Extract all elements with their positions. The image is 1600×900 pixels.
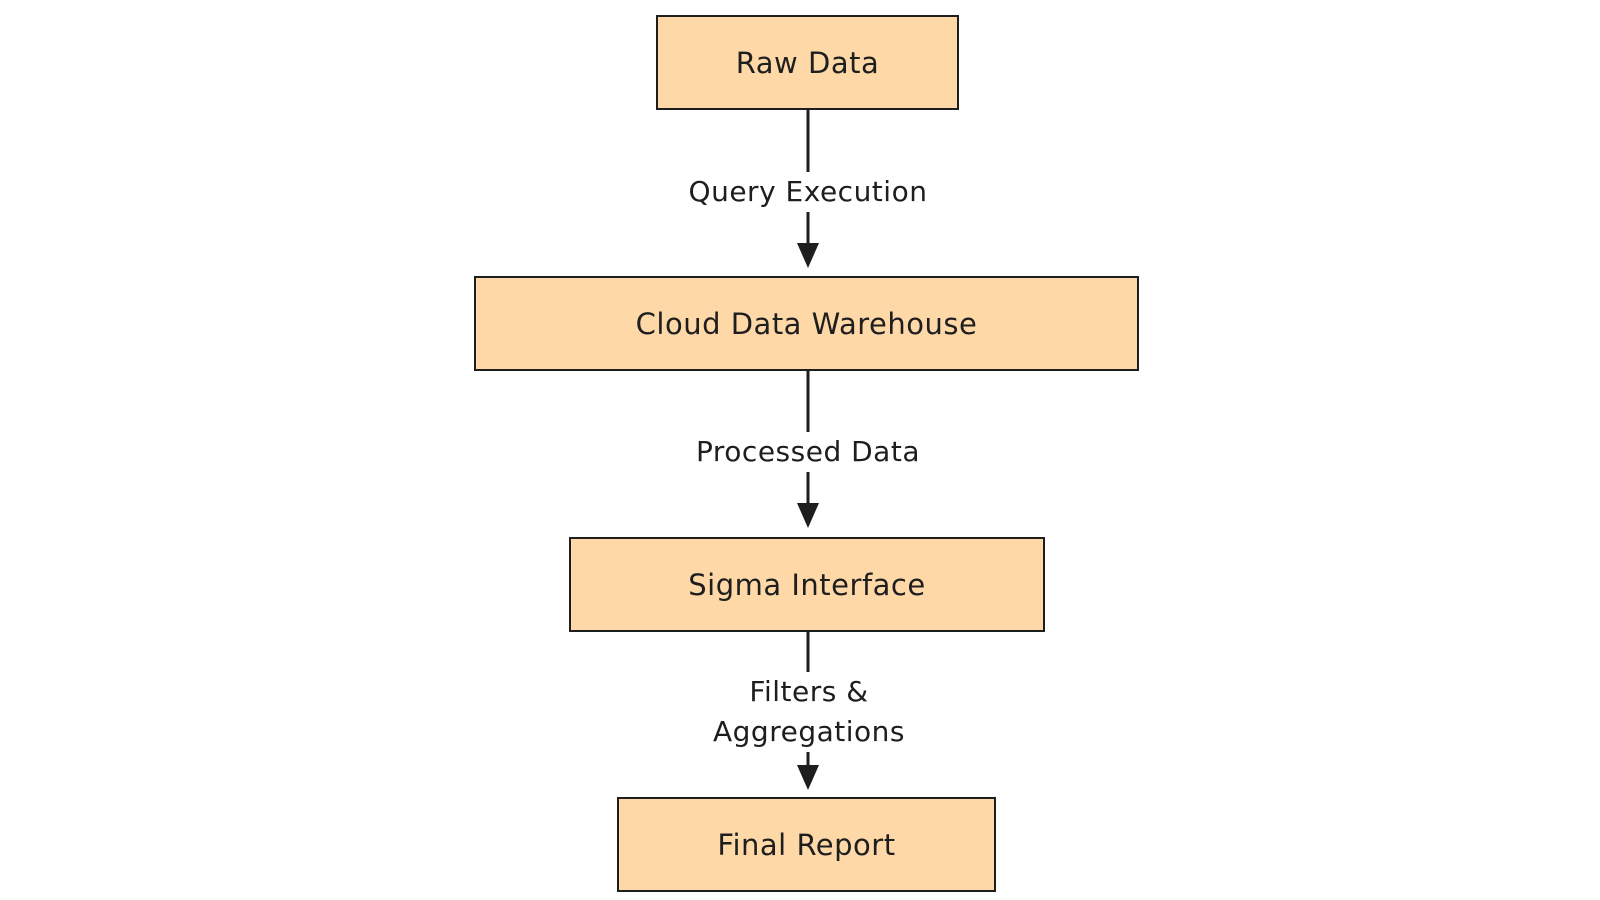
arrow-head-filters-aggregations	[797, 765, 819, 790]
node-raw-data: Raw Data	[656, 15, 959, 110]
arrow-head-query-execution	[797, 243, 819, 268]
edge-label-line: Filters &	[749, 675, 869, 708]
node-sigma-interface: Sigma Interface	[569, 537, 1045, 632]
node-label: Raw Data	[735, 45, 880, 80]
node-label: Cloud Data Warehouse	[635, 306, 978, 341]
edge-label-filters-aggregations: Filters & Aggregations	[700, 672, 918, 752]
arrow-head-processed-data	[797, 503, 819, 528]
edge-label-line: Aggregations	[713, 715, 905, 748]
node-cloud-data-warehouse: Cloud Data Warehouse	[474, 276, 1139, 371]
node-final-report: Final Report	[617, 797, 996, 892]
edge-label-query-execution: Query Execution	[668, 172, 948, 212]
node-label: Final Report	[717, 827, 896, 862]
node-label: Sigma Interface	[688, 567, 926, 602]
edge-label-processed-data: Processed Data	[671, 432, 945, 472]
